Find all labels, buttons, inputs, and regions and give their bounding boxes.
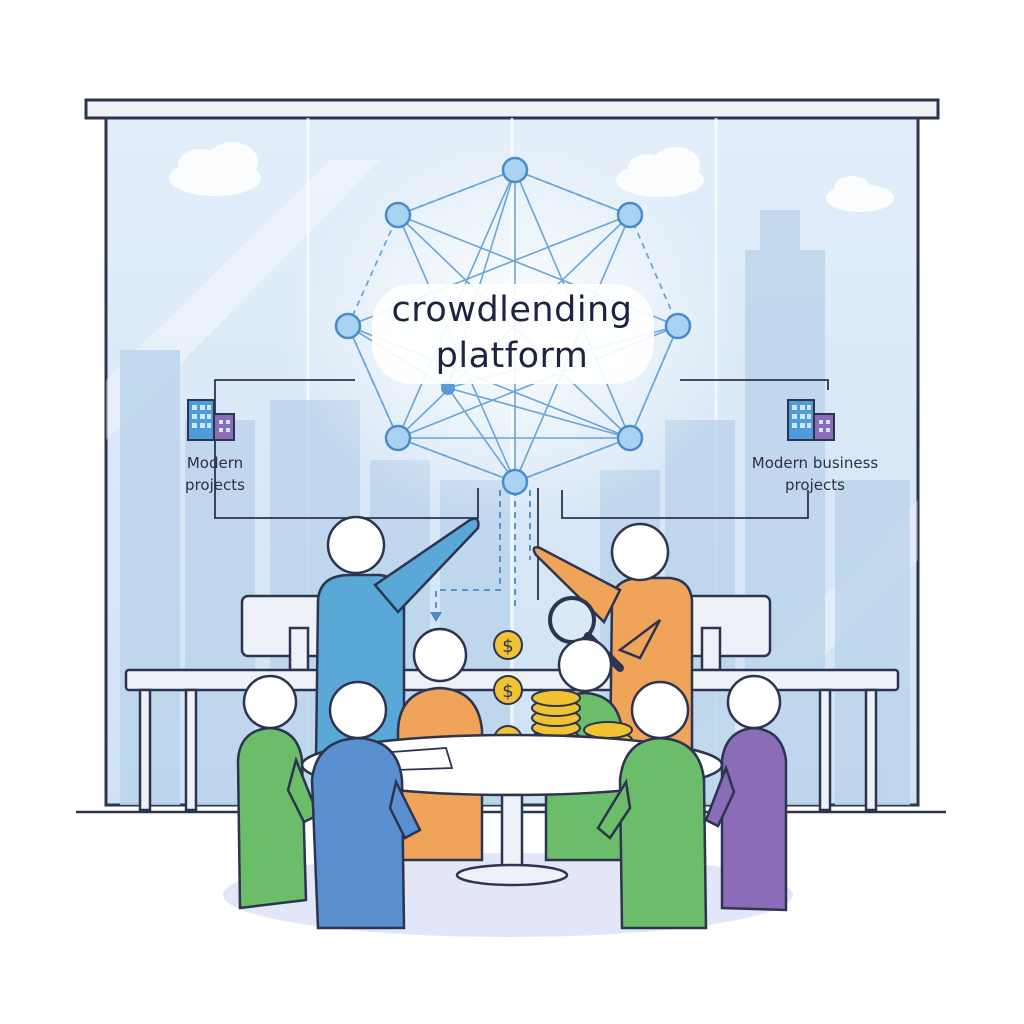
network-node — [384, 201, 412, 229]
platform-title: crowdlending platform — [352, 278, 672, 388]
dollar-sign: $ — [502, 636, 513, 657]
network-node — [384, 424, 412, 452]
building-icon — [187, 399, 235, 441]
left-caption-line-2: projects — [185, 476, 245, 494]
right-caption-line-2: projects — [785, 476, 845, 494]
title-backdrop — [372, 284, 654, 384]
person-purple-front-right — [704, 674, 788, 912]
left-panel-caption: Modern projects — [150, 452, 280, 496]
network-node — [664, 312, 692, 340]
network-node — [501, 156, 529, 184]
paper-document — [390, 747, 454, 771]
title-line-1: crowdlending — [391, 290, 633, 330]
left-caption-line-1: Modern — [186, 454, 244, 472]
network-node — [616, 201, 644, 229]
network-node — [501, 468, 529, 496]
person-green-front-right — [596, 680, 708, 930]
person-blue-front — [310, 680, 422, 930]
title-line-2: platform — [435, 336, 589, 376]
network-node — [334, 312, 362, 340]
network-node — [616, 424, 644, 452]
network-graph — [334, 156, 692, 496]
person-green-front-left — [236, 674, 320, 910]
connector-lines — [214, 379, 829, 600]
network-node-small — [441, 381, 455, 395]
right-caption-line-1: Modern business — [751, 454, 879, 472]
building-icon — [787, 399, 835, 441]
right-panel-caption: Modern business projects — [720, 452, 910, 496]
dollar-sign: $ — [502, 681, 513, 702]
arrow-head — [430, 612, 442, 622]
dashed-arrows — [435, 490, 531, 615]
